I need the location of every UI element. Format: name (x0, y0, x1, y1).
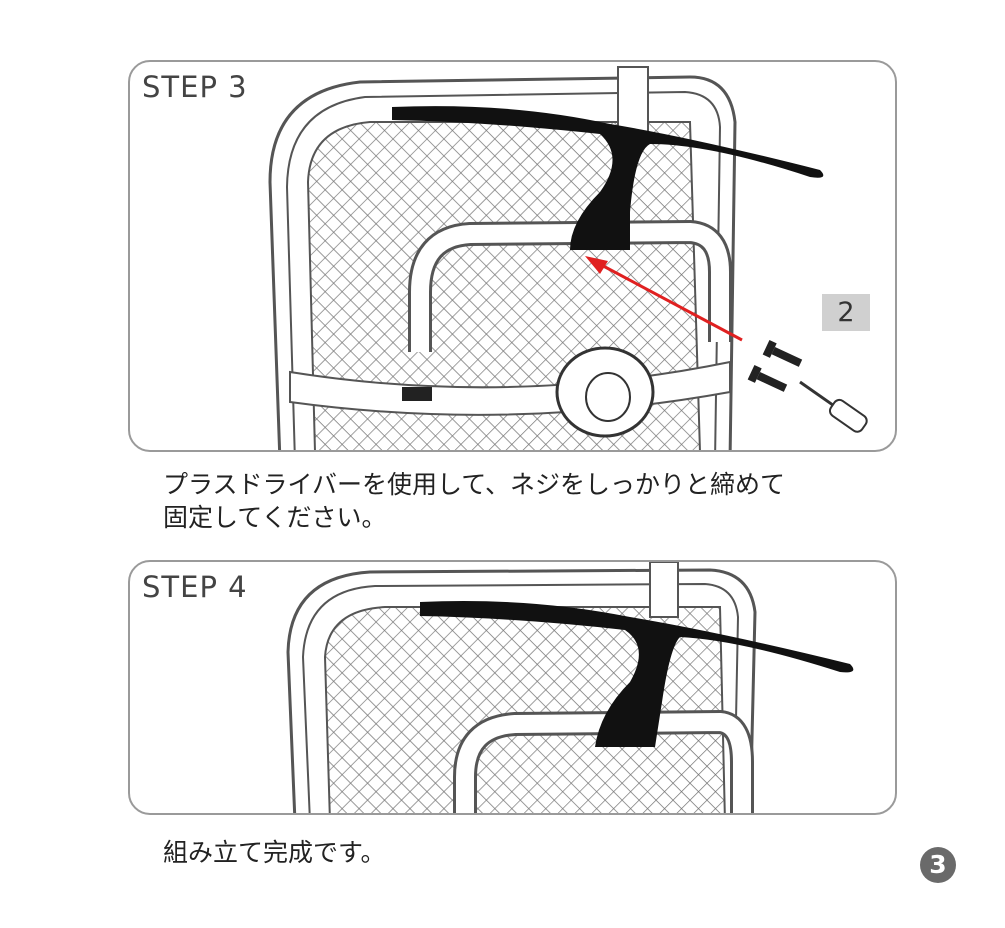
step-3-caption: プラスドライバーを使用して、ネジをしっかりと締めて 固定してください。 (163, 468, 785, 534)
caption-line: 固定してください。 (163, 503, 387, 532)
step-3-panel: STEP 3 2 (128, 60, 897, 452)
step-3-illustration (268, 66, 868, 450)
step-4-panel: STEP 4 (128, 560, 897, 815)
part-number-badge: 2 (822, 294, 870, 331)
step-4-illustration (286, 562, 854, 813)
step-4-label: STEP 4 (142, 570, 252, 604)
caption-line: 組み立て完成です。 (163, 838, 386, 867)
page-number: 3 (920, 847, 956, 883)
caption-line: プラスドライバーを使用して、ネジをしっかりと締めて (163, 470, 786, 499)
step-3-label: STEP 3 (142, 70, 252, 104)
step-4-caption: 組み立て完成です。 (163, 836, 386, 869)
